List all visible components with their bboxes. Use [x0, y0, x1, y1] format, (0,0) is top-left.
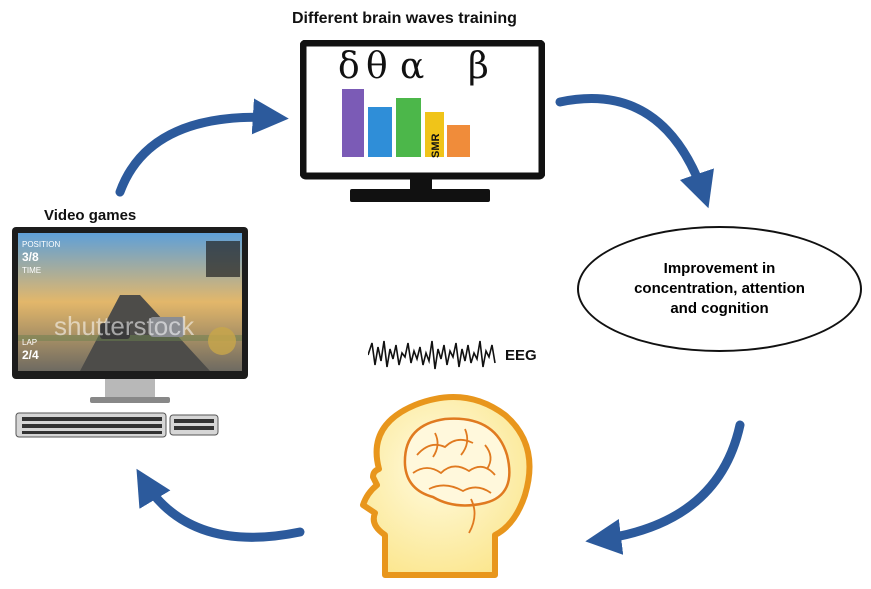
game-watermark: shutterstock — [54, 311, 195, 341]
improvement-ellipse: Improvement in concentration, attention … — [577, 226, 862, 352]
desktop-computer-icon: POSITION 3/8 TIME LAP 2/4 shutterstock — [12, 227, 248, 438]
smr-label: SMR — [430, 134, 442, 159]
delta-symbol: δ — [338, 46, 360, 87]
theta-symbol: θ — [366, 46, 388, 87]
alpha-symbol: α — [400, 46, 425, 87]
diagram-title: Different brain waves training — [292, 10, 517, 27]
monitor-icon: SMR — [300, 40, 545, 202]
game-time-label: TIME — [22, 266, 41, 275]
eeg-wave-icon — [368, 340, 496, 370]
video-games-label: Video games — [44, 207, 137, 224]
game-position-label: POSITION — [22, 240, 60, 249]
bar-theta — [368, 107, 392, 157]
arrow-improvement-to-head — [585, 420, 745, 555]
arrow-head-to-video — [136, 468, 305, 542]
head-brain-icon — [360, 394, 533, 578]
game-lap-value: 2/4 — [22, 348, 39, 362]
bar-beta — [447, 125, 470, 157]
improvement-text: Improvement in concentration, attention … — [634, 260, 805, 317]
eeg-label: EEG — [505, 347, 537, 364]
beta-symbol: β — [468, 46, 489, 87]
arrow-monitor-to-improvement — [555, 94, 714, 209]
arrow-video-to-monitor — [115, 98, 289, 197]
game-lap-label: LAP — [22, 338, 37, 347]
bar-delta — [342, 89, 364, 157]
game-position-value: 3/8 — [22, 250, 39, 264]
bar-alpha — [396, 98, 421, 157]
bar-smr — [425, 112, 444, 157]
